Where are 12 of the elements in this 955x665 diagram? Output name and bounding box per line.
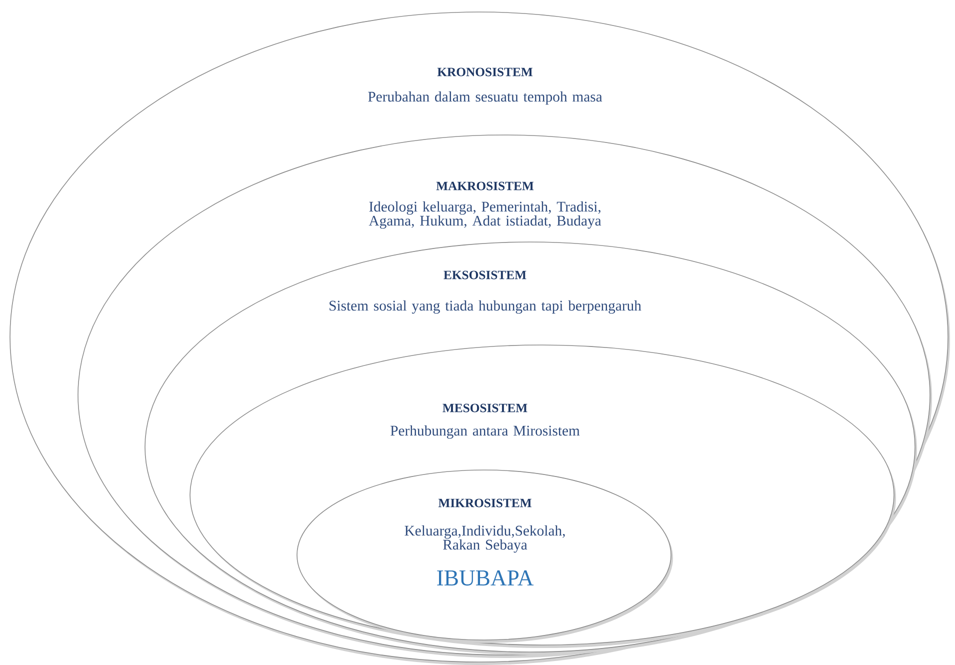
center-label: IBUBAPA	[437, 570, 534, 586]
band-title: MIKROSISTEM	[438, 498, 532, 508]
band-title: MAKROSISTEM	[436, 182, 534, 190]
band-description: Sistem sosial yang tiada hubungan tapi berpengaruh	[330, 300, 642, 314]
band-title: KRONOSISTEM	[437, 68, 533, 76]
ellipse-band	[296, 470, 673, 643]
band-description: Keluarga,Individu,Sekolah, Rakan Sebaya	[404, 525, 565, 553]
band-description: Ideologi keluarga, Pemerintah, Tradisi, Agama, Hukum, Adat istiadat, Budaya	[368, 201, 602, 229]
band-title: EKSOSISTEM	[444, 270, 526, 280]
band-description: Perubahan dalam sesuatu tempoh masa	[368, 91, 602, 105]
band-title: MESOSISTEM	[442, 404, 528, 412]
band-description: Perhubungan antara Mirosistem	[390, 425, 580, 439]
